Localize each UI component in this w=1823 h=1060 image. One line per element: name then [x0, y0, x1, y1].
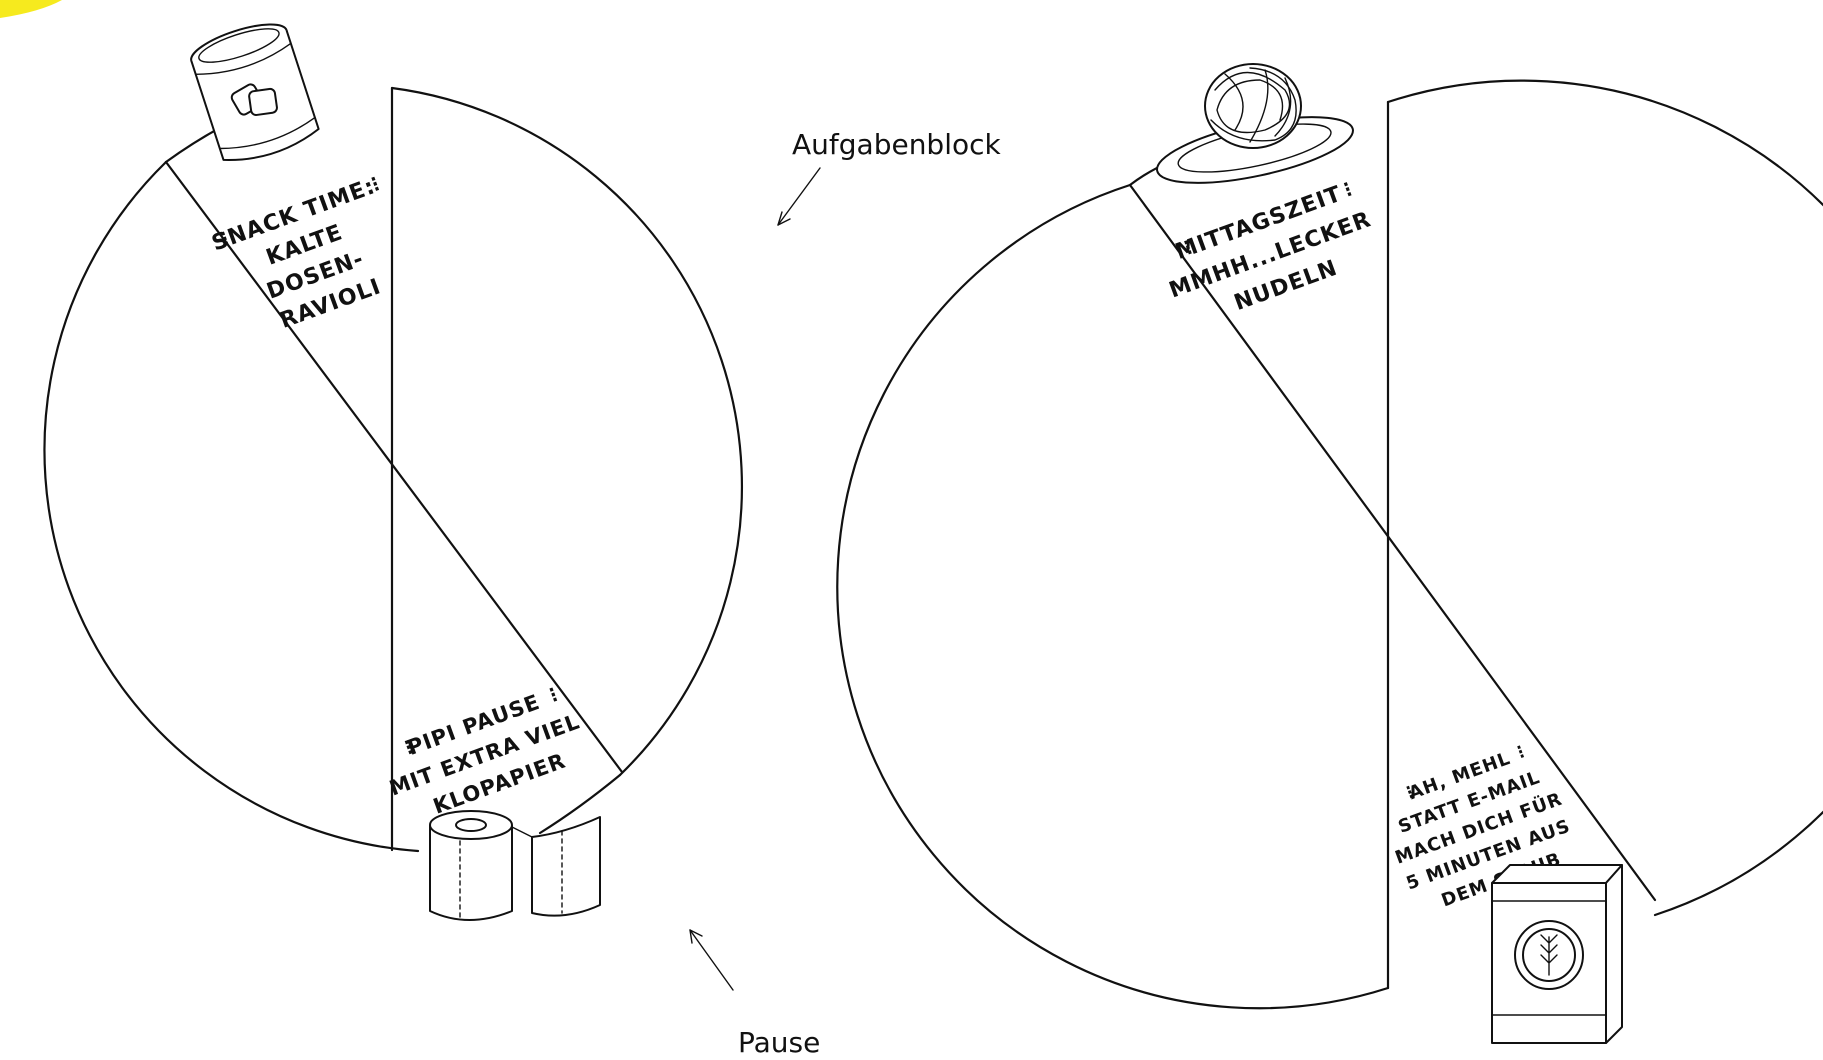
- right-clock-diagonal-line: [1128, 183, 1657, 902]
- left-clock: SNACK TIME: KALTE DOSEN- RAVIOLI ⋮ ⋮ PIP…: [43, 23, 1002, 1059]
- ravioli-can-icon: [190, 23, 320, 161]
- slice-mittagszeit: MITTAGSZEIT MMHH...LECKER NUDELN ⋮ ⋮: [1166, 177, 1375, 316]
- annotation-aufgabenblock: Aufgabenblock: [777, 128, 1002, 226]
- left-clock-outline: [390, 86, 744, 777]
- yellow-corner-accent: [0, 0, 62, 18]
- svg-text:⋮: ⋮: [1399, 780, 1421, 804]
- noodles-plate-icon: [1156, 63, 1354, 184]
- svg-text:SNACK TIME: KALTE: SNACK TIME: KALTE DOSEN- RAVIOLI: [209, 171, 420, 347]
- toilet-paper-icon: [429, 810, 601, 922]
- right-clock-outline-left: [836, 183, 1390, 1010]
- slice-snack-time: SNACK TIME: KALTE DOSEN- RAVIOLI ⋮ ⋮: [209, 171, 420, 347]
- aufgabenblock-label: Aufgabenblock: [792, 128, 1002, 161]
- left-clock-outline-left: [43, 160, 420, 853]
- left-clock-diagonal-line: [164, 160, 624, 774]
- left-clock-outline-lower: [538, 773, 622, 835]
- annotation-pause: Pause: [689, 929, 820, 1059]
- svg-text:⋮: ⋮: [1510, 740, 1532, 764]
- pause-label: Pause: [738, 1026, 820, 1059]
- right-clock: MITTAGSZEIT MMHH...LECKER NUDELN ⋮ ⋮ AH,…: [836, 63, 1823, 1044]
- right-clock-outline: [1386, 79, 1823, 917]
- flour-bag-icon: [1491, 864, 1623, 1044]
